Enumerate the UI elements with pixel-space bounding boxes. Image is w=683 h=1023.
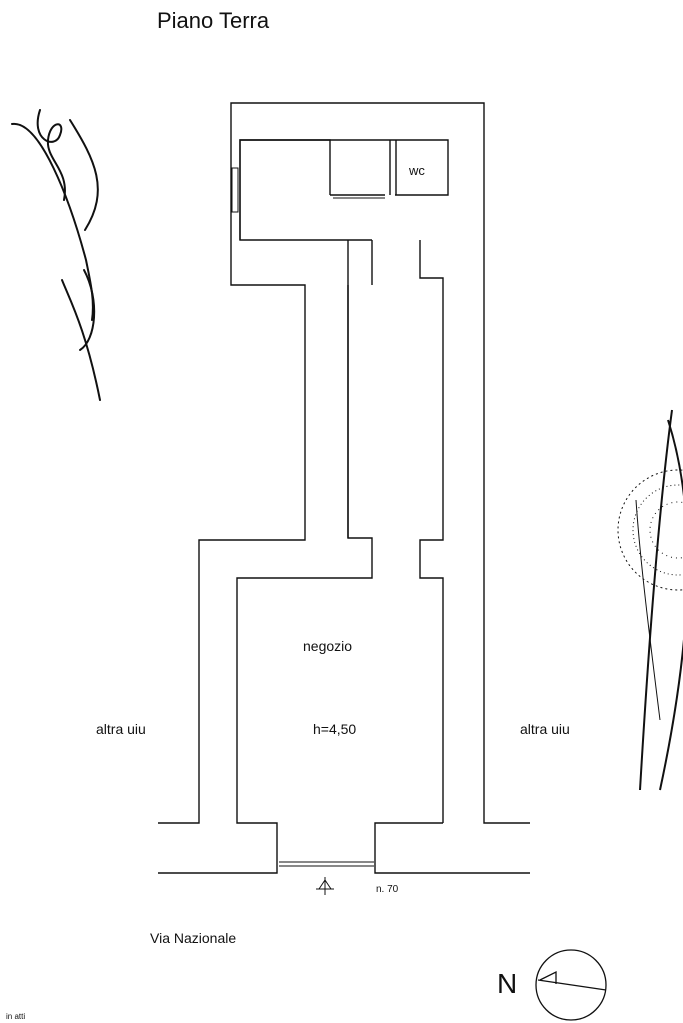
neighbor-label-left: altra uiu xyxy=(96,721,146,737)
corner-note: in atti xyxy=(6,1012,26,1021)
north-label: N xyxy=(497,968,518,999)
wc-partition xyxy=(389,140,397,195)
back-room-wall xyxy=(239,139,449,240)
neighbor-label-right: altra uiu xyxy=(520,721,570,737)
street-label: Via Nazionale xyxy=(150,930,237,946)
entrance-arrow-icon xyxy=(316,877,334,895)
inner-wall xyxy=(158,139,373,874)
circular-stamp xyxy=(617,409,683,791)
page-title: Piano Terra xyxy=(157,8,270,33)
room-label-shop: negozio xyxy=(303,638,353,654)
room-label-wc: wc xyxy=(409,163,425,178)
civic-number-label: n. 70 xyxy=(376,884,399,895)
room-height-label: h=4,50 xyxy=(313,721,357,737)
shop-east-wall xyxy=(374,822,530,874)
back-room-threshold xyxy=(333,194,385,199)
corridor-east-wall xyxy=(419,240,444,823)
back-room-window xyxy=(231,167,239,213)
north-compass-icon xyxy=(535,949,607,1021)
outer-wall xyxy=(158,102,530,824)
shop-entrance xyxy=(279,861,374,867)
corridor-west-wall xyxy=(347,240,373,538)
handwritten-signature xyxy=(11,109,101,401)
